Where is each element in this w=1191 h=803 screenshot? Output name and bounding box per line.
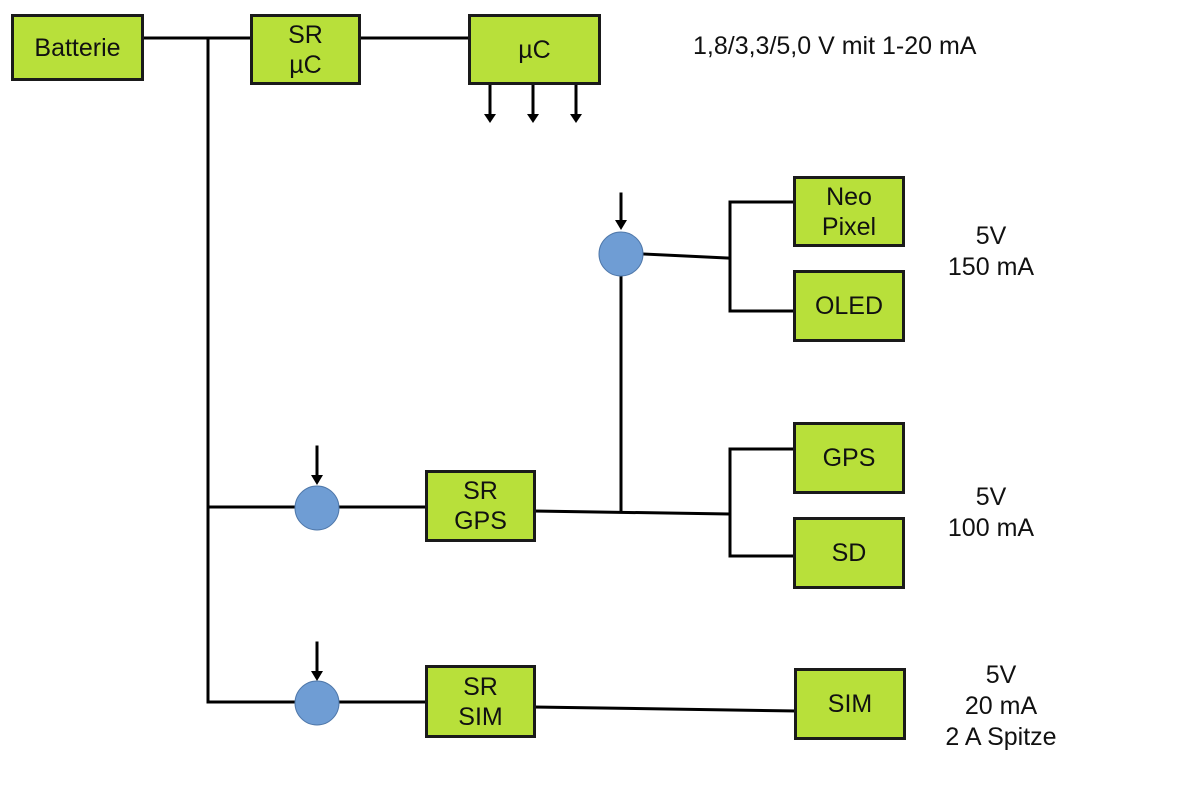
sim-group-peak: 2 A Spitze (945, 723, 1057, 751)
wire-sr-sim-out (532, 705, 798, 713)
uc-output-arrowhead-1 (484, 114, 496, 123)
sr-uc-block: SR µC (250, 14, 361, 85)
gps-group-note: 5V 100 mA (931, 482, 1051, 544)
battery-label: Batterie (34, 33, 121, 62)
gps-block: GPS (793, 422, 905, 494)
sim-block: SIM (794, 668, 906, 740)
switch-node-display (598, 231, 644, 277)
display-group-current: 150 mA (947, 253, 1035, 281)
battery-block: Batterie (11, 14, 144, 81)
uc-label: µC (518, 35, 551, 64)
control-arrowhead-sim (311, 671, 323, 681)
sim-group-voltage: 5V (985, 661, 1017, 689)
uc-supply-note: 1,8/3,3/5,0 V mit 1-20 mA (693, 31, 976, 62)
sim-group-current: 20 mA (964, 692, 1038, 720)
control-arrowhead-gps (311, 475, 323, 485)
gps-group-current: 100 mA (947, 514, 1035, 542)
uc-output-arrowhead-3 (570, 114, 582, 123)
oled-block: OLED (793, 270, 905, 342)
sr-uc-label-line2: µC (289, 50, 322, 79)
sr-sim-label-line1: SR (463, 672, 498, 701)
sr-sim-block: SR SIM (425, 665, 536, 738)
control-arrowhead-display (615, 220, 627, 230)
neopixel-label-line1: Neo (826, 182, 872, 211)
gps-label: GPS (822, 444, 876, 472)
uc-supply-text: 1,8/3,3/5,0 V mit 1-20 mA (693, 32, 977, 60)
wire-display-switch-out (641, 252, 730, 260)
switch-node-sim (294, 680, 340, 726)
uc-block: µC (468, 14, 601, 85)
gps-group-voltage: 5V (975, 483, 1007, 511)
uc-output-arrowhead-2 (527, 114, 539, 123)
oled-label: OLED (814, 292, 884, 320)
sr-gps-label-line1: SR (463, 477, 498, 505)
neopixel-label-line2: Pixel (821, 212, 877, 241)
sd-label: SD (831, 539, 867, 567)
display-group-voltage: 5V (975, 222, 1007, 250)
sim-group-note: 5V 20 mA 2 A Spitze (931, 660, 1071, 753)
neopixel-block: Neo Pixel (793, 176, 905, 247)
wire-sr-gps-out (532, 509, 730, 516)
sr-gps-block: SR GPS (425, 470, 536, 542)
sd-block: SD (793, 517, 905, 589)
switch-node-gps (294, 485, 340, 531)
display-group-note: 5V 150 mA (931, 221, 1051, 283)
sim-label: SIM (827, 690, 873, 718)
sr-gps-label-line2: GPS (454, 507, 507, 535)
sr-sim-label-line2: SIM (458, 702, 503, 731)
sr-uc-label-line1: SR (288, 20, 323, 49)
